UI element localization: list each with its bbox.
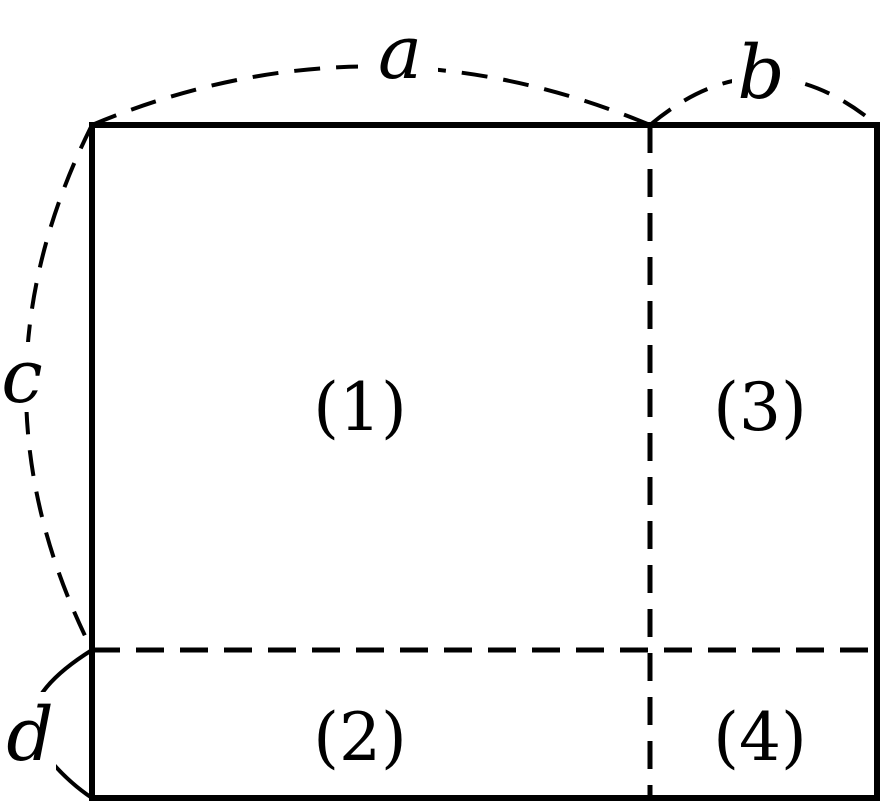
outer-rectangle [89, 122, 880, 801]
region-label-4: (4) [713, 699, 807, 776]
region-label-3: (3) [713, 369, 807, 446]
region-label-2: (2) [313, 699, 407, 776]
label-c-background [0, 342, 44, 412]
label-d-background [2, 692, 56, 776]
dimension-label-c: c [1, 334, 42, 420]
dimension-label-d: d [6, 692, 53, 778]
dimension-label-a: a [378, 10, 422, 96]
label-a-background [358, 22, 438, 92]
dimension-label-b: b [737, 30, 784, 116]
label-b-background [732, 36, 790, 108]
dimension-arc-b [648, 75, 879, 127]
region-label-1: (1) [313, 369, 407, 446]
